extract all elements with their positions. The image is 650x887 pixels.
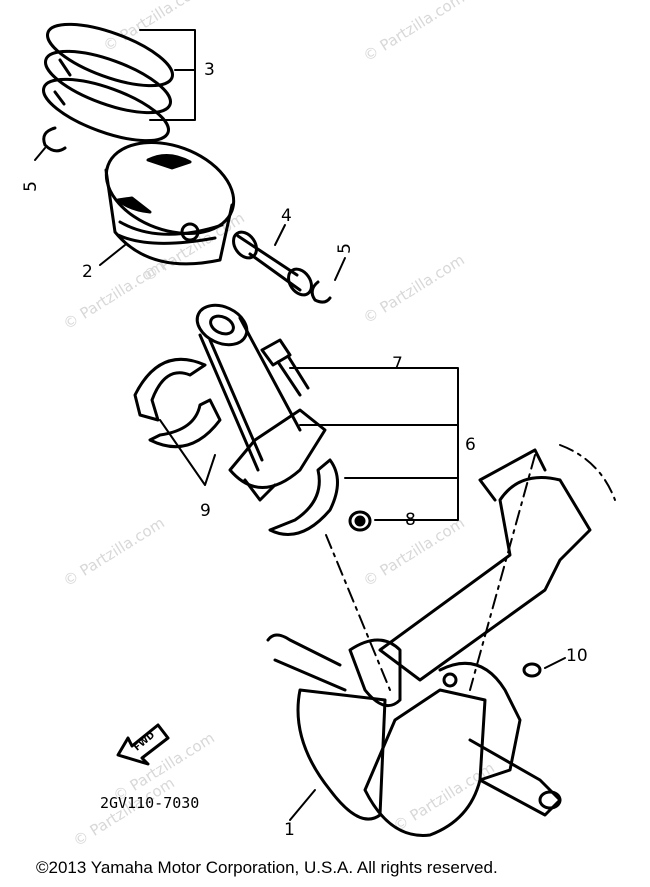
rod-nut: [348, 510, 372, 532]
piston-pin: [232, 230, 313, 297]
installed-rod: [378, 448, 592, 682]
callout-4: 4: [281, 206, 292, 226]
callout-2: 2: [82, 262, 93, 282]
callout-8: 8: [405, 510, 416, 530]
copyright-notice: ©2013 Yamaha Motor Corporation, U.S.A. A…: [36, 858, 498, 877]
piston: [104, 141, 236, 266]
fwd-arrow-icon: [116, 723, 170, 766]
rod-cap: [268, 458, 339, 536]
callout-7: 7: [392, 354, 403, 374]
callout-5-right: 5: [334, 243, 355, 254]
woodruff-key: [522, 662, 542, 678]
callout-10: 10: [566, 646, 588, 666]
circlip: [42, 126, 67, 153]
crankshaft: [266, 633, 562, 837]
callout-3: 3: [204, 60, 215, 80]
callout-5-left: 5: [20, 181, 41, 192]
callout-1: 1: [284, 820, 295, 840]
circlip: [310, 280, 332, 304]
diagram-code: 2GV110-7030: [100, 794, 200, 812]
connecting-rod: [195, 303, 327, 502]
piston-rings: [42, 22, 174, 143]
bearings: [133, 357, 222, 449]
callout-9: 9: [200, 501, 211, 521]
rod-bolt: [260, 338, 310, 397]
callout-6: 6: [465, 435, 476, 455]
